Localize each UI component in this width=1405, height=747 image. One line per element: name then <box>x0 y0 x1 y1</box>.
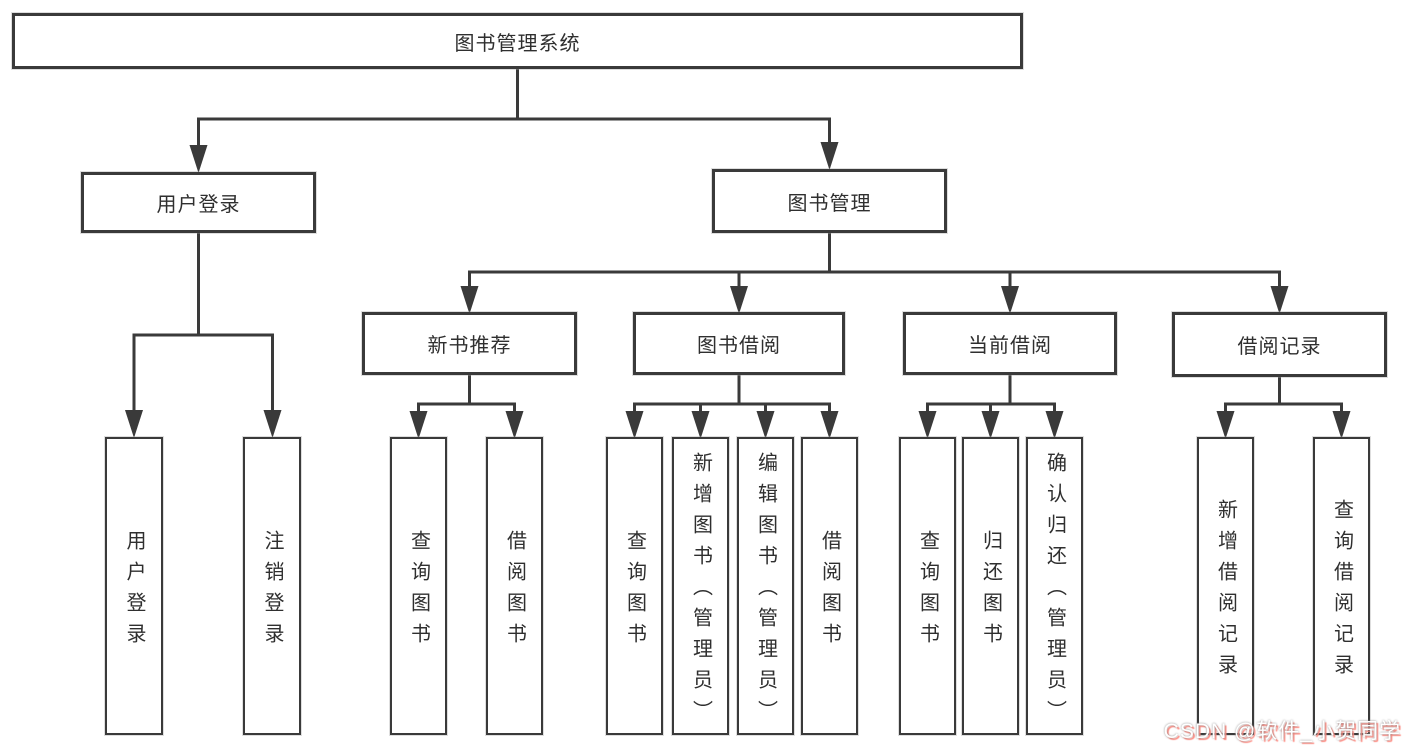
arrowhead <box>756 411 775 439</box>
leaf-records-add-record-label: 新增借阅记录 <box>1214 498 1237 685</box>
node-new-book-recommend-label: 新书推荐 <box>427 335 512 357</box>
leaf-current-return-books: 归还图书 <box>962 437 1019 735</box>
leaf-borrow-add-books-admin-label: 新增图书（管理员） <box>689 452 712 731</box>
arrowhead <box>820 142 839 170</box>
leaf-records-add-record: 新增借阅记录 <box>1197 437 1254 735</box>
node-book-management-label: 图书管理 <box>787 192 872 215</box>
leaf-current-confirm-return-admin: 确认归还（管理员） <box>1026 437 1083 735</box>
leaf-borrow-edit-books-admin: 编辑图书（管理员） <box>737 437 794 735</box>
node-borrow-records-label: 借阅记录 <box>1237 336 1322 358</box>
leaf-logout: 注销登录 <box>243 437 301 735</box>
leaf-current-query-books-label: 查询图书 <box>916 529 939 654</box>
node-user-login-label: 用户登录 <box>156 194 241 216</box>
leaf-records-query-record-label: 查询借阅记录 <box>1330 498 1353 685</box>
connector-records-to-leaves <box>1216 375 1351 439</box>
leaf-newbook-borrow-books: 借阅图书 <box>486 437 543 735</box>
leaf-current-query-books: 查询图书 <box>899 437 956 735</box>
arrowhead <box>505 411 524 439</box>
leaf-current-confirm-return-admin-label: 确认归还（管理员） <box>1043 452 1066 731</box>
leaf-borrow-borrow-books-label: 借阅图书 <box>818 529 841 654</box>
connector-userlogin-to-leaves <box>125 231 282 438</box>
leaf-borrow-edit-books-admin-label: 编辑图书（管理员） <box>754 452 777 731</box>
leaf-newbook-borrow-books-label: 借阅图书 <box>503 529 526 654</box>
arrowhead <box>125 410 143 438</box>
leaf-borrow-query-books: 查询图书 <box>606 437 663 735</box>
leaf-logout-label: 注销登录 <box>261 529 283 654</box>
leaf-newbook-query-books-label: 查询图书 <box>407 529 430 654</box>
connector-newbook-to-leaves <box>409 373 524 439</box>
node-new-book-recommend: 新书推荐 <box>362 312 577 375</box>
arrowhead <box>1332 411 1351 439</box>
connector-bookmgmt-to-level3 <box>460 231 1289 314</box>
leaf-newbook-query-books: 查询图书 <box>390 437 447 735</box>
arrowhead <box>625 411 644 439</box>
node-book-borrow: 图书借阅 <box>633 312 845 375</box>
leaf-user-login: 用户登录 <box>105 437 163 735</box>
leaf-records-query-record: 查询借阅记录 <box>1313 437 1370 735</box>
arrowhead <box>1001 286 1019 314</box>
node-book-borrow-label: 图书借阅 <box>697 335 781 357</box>
arrowhead <box>1045 411 1064 439</box>
node-current-borrow-label: 当前借阅 <box>968 335 1052 357</box>
connector-root-to-level2 <box>189 67 839 173</box>
arrowhead <box>691 411 710 439</box>
node-book-management: 图书管理 <box>712 169 947 233</box>
connector-current-to-leaves <box>918 373 1064 439</box>
leaf-borrow-borrow-books: 借阅图书 <box>801 437 858 735</box>
leaf-borrow-query-books-label: 查询图书 <box>623 529 646 654</box>
node-root-label: 图书管理系统 <box>454 32 581 55</box>
arrowhead <box>1270 286 1289 314</box>
connector-borrow-to-leaves <box>625 373 839 439</box>
node-root: 图书管理系统 <box>12 13 1023 69</box>
arrowhead <box>263 410 282 438</box>
arrowhead <box>1216 411 1235 439</box>
arrowhead <box>820 411 839 439</box>
arrowhead <box>918 411 937 439</box>
node-current-borrow: 当前借阅 <box>903 312 1117 375</box>
leaf-borrow-add-books-admin: 新增图书（管理员） <box>672 437 729 735</box>
arrowhead <box>409 411 428 439</box>
leaf-current-return-books-label: 归还图书 <box>979 529 1002 654</box>
csdn-watermark: CSDN @软件_小贺同学 <box>1163 720 1401 743</box>
node-user-login: 用户登录 <box>81 172 316 233</box>
arrowhead <box>730 286 748 314</box>
arrowhead <box>460 286 479 314</box>
arrowhead <box>189 145 208 173</box>
node-borrow-records: 借阅记录 <box>1172 312 1387 377</box>
leaf-user-login-label: 用户登录 <box>123 529 145 654</box>
arrowhead <box>981 411 1000 439</box>
